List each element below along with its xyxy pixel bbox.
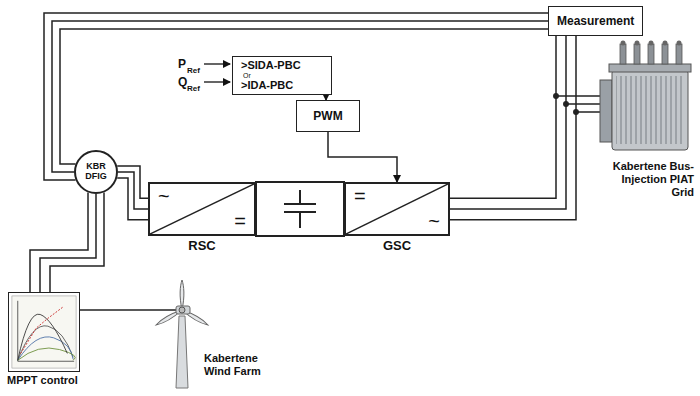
converter-diagonal <box>150 184 254 234</box>
transformer-illustration <box>663 41 668 46</box>
signal-name: Q <box>178 75 187 89</box>
generator-label: KBR DFIG <box>81 162 111 182</box>
converter-box: ~=RSC <box>148 182 256 236</box>
dc-link-box <box>256 182 344 236</box>
transformer-illustration <box>612 70 688 150</box>
phase-wire <box>52 21 548 172</box>
box-label: Measurement <box>557 14 634 28</box>
grid-feed-wire <box>556 95 600 97</box>
phase-wire <box>117 166 148 198</box>
phase-wire <box>30 193 88 293</box>
transformer-illustration <box>620 44 626 64</box>
capacitor-symbol <box>299 190 301 204</box>
transformer-illustration <box>621 41 626 46</box>
ac-dc-symbol: ~ <box>428 210 440 233</box>
phase-wire <box>450 36 566 209</box>
power-curve <box>18 314 68 360</box>
power-curve <box>18 348 75 360</box>
grid-feed-wire <box>554 94 600 114</box>
mppt-chart <box>12 296 76 368</box>
transformer-illustration <box>676 44 682 64</box>
measurement-box: Measurement <box>548 6 643 36</box>
grid-feed-wire <box>576 111 600 113</box>
mppt-chart <box>9 293 79 371</box>
three-phase-line <box>117 166 148 220</box>
generator-circle: KBR DFIG <box>74 150 118 194</box>
phase-wire <box>450 36 556 198</box>
wind-farm-label: Kabertene Wind Farm <box>204 352 276 378</box>
phase-wire <box>450 36 576 220</box>
converter-diagonal <box>346 184 448 234</box>
three-phase-line <box>450 36 576 220</box>
controller-label: >SIDA-PBC <box>241 59 301 72</box>
phase-wire <box>117 178 148 220</box>
ac-dc-symbol: ~ <box>158 185 170 208</box>
dc-link-box <box>256 182 344 236</box>
grid-feed-wire <box>566 103 600 105</box>
turbine-shaft <box>80 310 176 311</box>
reference-arrow <box>204 81 230 82</box>
phase-wire <box>44 13 548 180</box>
three-phase-line <box>44 13 548 180</box>
reference-arrow <box>204 64 230 82</box>
or-label: Or <box>241 72 251 80</box>
controller-label: >IDA-PBC <box>241 79 293 92</box>
transformer-illustration <box>649 41 654 46</box>
converter-box: =~GSC <box>344 182 450 236</box>
box-label: PWM <box>313 109 342 123</box>
grid-label: Kabertene Bus-Injection PIAT Grid <box>596 160 694 200</box>
converter-heading: RSC <box>140 238 264 253</box>
transformer-illustration <box>609 64 691 72</box>
signal-line <box>328 132 397 182</box>
mppt-heading: MPPT control <box>7 374 78 386</box>
three-phase-line <box>30 193 104 293</box>
controller-box: >SIDA-PBCOr>IDA-PBC <box>232 56 332 95</box>
mppt-trajectory <box>21 307 64 354</box>
generator-outline <box>75 151 117 193</box>
ac-dc-symbol: = <box>354 185 366 208</box>
capacitor-symbol <box>284 203 316 205</box>
mppt-box: MPPT control <box>8 292 80 372</box>
ac-dc-symbol: = <box>234 210 246 233</box>
transformer-illustration <box>616 76 684 144</box>
signal-name: P <box>178 57 186 71</box>
turbine-shaft <box>80 309 176 311</box>
capacitor-symbol <box>284 190 316 228</box>
converter-heading: GSC <box>336 238 458 253</box>
wind-turbine-illustration <box>155 280 209 388</box>
transformer-illustration <box>635 41 640 46</box>
phase-wire <box>50 193 104 293</box>
transformer-illustration <box>600 41 691 151</box>
pwm-box: PWM <box>296 100 360 132</box>
transformer-illustration <box>634 44 640 64</box>
signal-subscript: Ref <box>187 84 200 93</box>
capacitor-symbol <box>299 212 301 228</box>
transformer-illustration <box>662 44 668 64</box>
signal-arrow <box>328 132 397 182</box>
reference-arrow <box>204 63 230 64</box>
chart-axis <box>18 301 74 361</box>
phase-wire <box>40 194 96 292</box>
transformer-illustration <box>677 41 682 46</box>
phase-wire <box>60 29 548 164</box>
signal-subscript: Ref <box>187 66 200 75</box>
wind-turbine-illustration <box>176 316 188 388</box>
transformer-illustration <box>648 44 654 64</box>
wind-turbine-illustration <box>176 306 190 314</box>
transformer-illustration <box>600 80 612 142</box>
wind-turbine-illustration <box>179 307 185 313</box>
